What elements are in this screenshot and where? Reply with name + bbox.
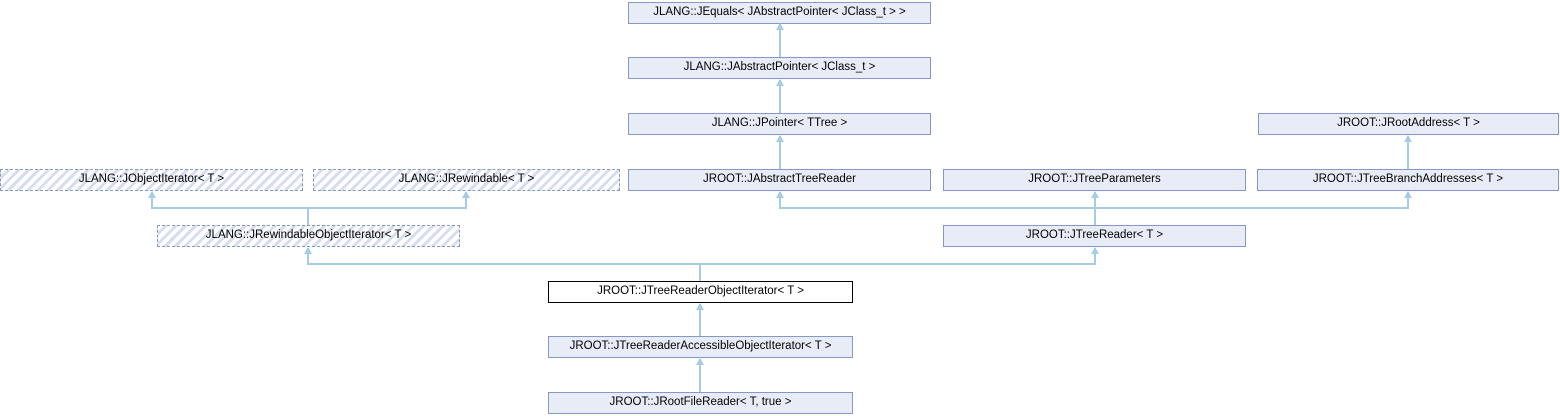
class-node-jrewindableobjectiterator: JLANG::JRewindableObjectIterator< T > [157,225,460,247]
inheritance-edge-line [699,304,701,336]
inheritance-edge-line [779,24,781,57]
inheritance-edge-line [1407,136,1409,169]
inheritance-edge-line [465,192,467,208]
inheritance-edge-line [151,207,467,209]
class-node-jtreebranchaddresses[interactable]: JROOT::JTreeBranchAddresses< T > [1257,169,1559,191]
class-node-jrootfilereader[interactable]: JROOT::JRootFileReader< T, true > [548,392,853,414]
inheritance-edge-line [1407,192,1409,208]
class-node-jabstracttreereader[interactable]: JROOT::JAbstractTreeReader [628,169,931,191]
inheritance-edge-line [151,192,153,208]
class-node-jtreereader[interactable]: JROOT::JTreeReader< T > [943,225,1246,247]
inheritance-edge-line [699,359,701,392]
inheritance-edge-line [779,207,1409,209]
class-node-jequals[interactable]: JLANG::JEquals< JAbstractPointer< JClass… [628,2,931,24]
inheritance-edge-line [1094,192,1096,225]
class-node-jpointer[interactable]: JLANG::JPointer< TTree > [628,113,931,135]
class-node-jrewindable: JLANG::JRewindable< T > [313,169,620,191]
class-node-jtreereaderaccessibleobjectiterator[interactable]: JROOT::JTreeReaderAccessibleObjectIterat… [548,336,853,358]
class-node-jobjectiterator: JLANG::JObjectIterator< T > [0,169,303,191]
class-node-jtreeparameters[interactable]: JROOT::JTreeParameters [943,169,1246,191]
inheritance-edge-line [779,136,781,169]
inheritance-edge-line [779,80,781,113]
inheritance-edge-line [307,248,309,264]
inheritance-edge-line [1094,248,1096,264]
inheritance-edge-line [307,208,309,225]
class-node-jtreereaderobjectiterator-current: JROOT::JTreeReaderObjectIterator< T > [548,281,853,303]
class-node-jrootaddress[interactable]: JROOT::JRootAddress< T > [1258,113,1559,135]
class-node-jabstractpointer[interactable]: JLANG::JAbstractPointer< JClass_t > [628,57,931,79]
inheritance-edge-line [307,263,1096,265]
inheritance-edge-line [699,264,701,281]
inheritance-edge-line [779,192,781,208]
